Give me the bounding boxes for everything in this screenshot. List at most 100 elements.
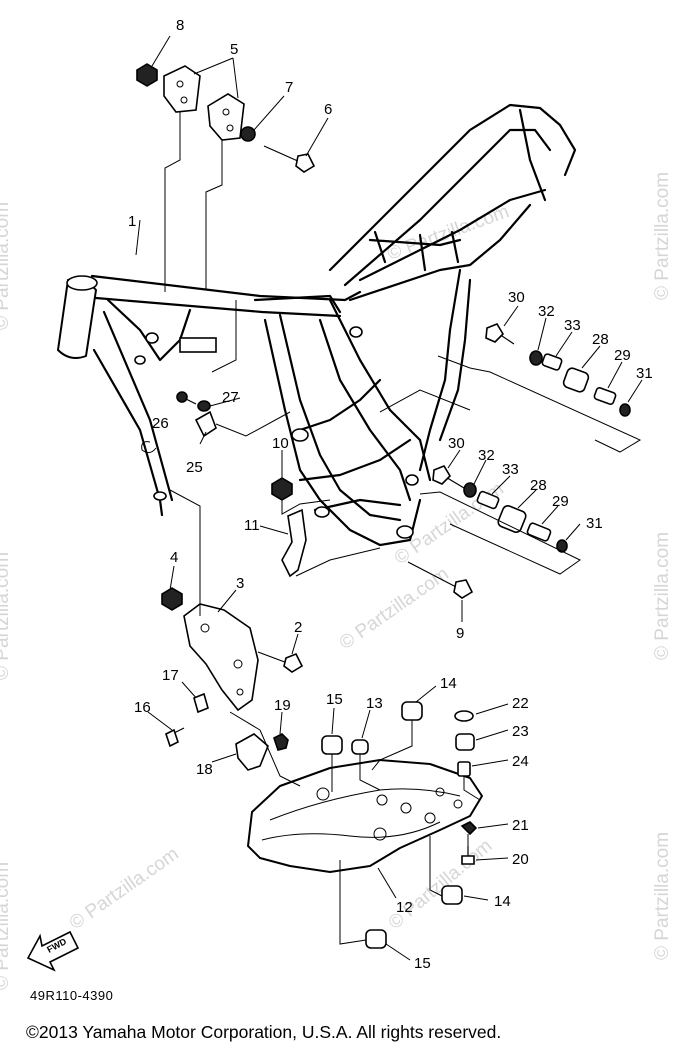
leader-5a	[193, 57, 234, 75]
leader-33a	[555, 331, 573, 357]
callout-4: 4	[170, 549, 178, 566]
callout-11: 11	[244, 517, 260, 534]
bracket-3-hole-c	[236, 688, 244, 696]
callout-7: 7	[285, 79, 293, 96]
top-left-parts	[135, 35, 329, 373]
bracket-3-hole-a	[200, 623, 210, 633]
washer-part-22	[454, 710, 474, 722]
bracket-hole-a	[176, 80, 184, 88]
callout-1: 1	[128, 213, 136, 230]
rear-loop-strut	[518, 108, 547, 202]
pivot-boss	[396, 525, 414, 539]
damper-part-15a	[321, 735, 343, 755]
assembly-line-18	[259, 729, 301, 787]
callout-15a: 15	[326, 691, 343, 708]
nut-part-10	[271, 477, 293, 501]
assembly-line-14a	[371, 720, 413, 771]
washer-part-31b	[556, 539, 568, 553]
lower-engine-mount-set	[419, 449, 581, 575]
damper-part-14b	[441, 885, 463, 905]
callout-30b: 30	[448, 435, 465, 452]
callout-33a: 33	[564, 317, 581, 334]
callout-12: 12	[396, 899, 413, 916]
leader-31a	[627, 379, 643, 403]
clamp-part-25	[194, 410, 217, 438]
bolt-part-9-shaft	[407, 561, 459, 589]
skid-hole-e	[373, 827, 387, 841]
bracket-part-5-left	[163, 65, 201, 113]
callout-3: 3	[236, 575, 244, 592]
callout-17: 17	[162, 667, 179, 684]
bolt-9	[407, 561, 474, 622]
skid-plate-ridge	[261, 821, 441, 841]
washer-part-7	[240, 126, 256, 142]
callout-23: 23	[512, 723, 529, 740]
seat-rail	[358, 188, 547, 282]
frame-bracket	[179, 337, 217, 353]
callout-19: 19	[274, 697, 291, 714]
front-gusset	[106, 298, 192, 362]
leader-32a	[537, 317, 547, 351]
damper-part-14a	[401, 701, 423, 721]
leader-5b	[232, 57, 239, 99]
parts-16-19	[147, 681, 289, 771]
main-frame	[57, 103, 577, 547]
leader-33b	[491, 475, 511, 495]
leader-28b	[517, 489, 537, 509]
watermark-right-mid: © Partzilla.com	[652, 532, 673, 660]
down-tube-mount	[153, 491, 167, 501]
pivot-boss-upper	[405, 474, 419, 486]
leader-8	[151, 35, 171, 67]
leader-20	[475, 857, 509, 861]
leader-12	[377, 867, 397, 899]
steering-head-top	[66, 275, 98, 291]
assembly-line-upper-mount	[437, 355, 642, 453]
leader-22	[475, 703, 509, 715]
bracket-hole-b	[180, 96, 188, 104]
callout-9: 9	[456, 625, 464, 642]
callout-labels: 8 5 7 6 1 30 32 33 28 29 31 27 26 25 10 …	[128, 17, 653, 972]
leader-23	[475, 729, 509, 741]
callout-8: 8	[176, 17, 184, 34]
bracket-hole-d	[226, 124, 234, 132]
watermark-left-mid: © Partzilla.com	[0, 552, 13, 680]
callout-15b: 15	[414, 955, 431, 972]
watermark-right-bottom: © Partzilla.com	[652, 832, 673, 960]
spar-brace	[298, 378, 382, 432]
bracket-part-3	[183, 603, 259, 712]
callout-33b: 33	[502, 461, 519, 478]
skid-hole-c	[400, 802, 412, 814]
assembly-line-25	[215, 411, 291, 437]
collar-part-24	[457, 761, 471, 777]
damper-part-28b	[497, 505, 527, 533]
watermark-left-bottom: © Partzilla.com	[0, 862, 13, 990]
down-tube-rear	[102, 310, 174, 502]
parts-10-11	[259, 450, 381, 578]
washer-part-31a	[619, 403, 631, 417]
engine-mount-boss-a	[291, 428, 309, 442]
damper-part-23	[455, 733, 475, 751]
skid-hole-f	[435, 787, 445, 797]
bracket-3-hole-b	[233, 659, 243, 669]
frame-boss-e	[134, 355, 146, 365]
leader-1	[135, 219, 141, 256]
assembly-line-3b	[229, 711, 261, 731]
watermark-center: © Partzilla.com	[336, 563, 453, 654]
nut-part-4	[161, 587, 183, 611]
nut-part-32b	[463, 482, 477, 498]
leader-28a	[581, 345, 601, 369]
frame-cross-plate	[253, 294, 342, 314]
skid-plate-part-12	[247, 759, 483, 873]
bolt-part-20-head	[461, 855, 475, 865]
callout-29b: 29	[552, 493, 569, 510]
main-spar-right	[318, 318, 412, 502]
callout-14b: 14	[494, 893, 511, 910]
callout-22: 22	[512, 695, 529, 712]
leader-32b	[473, 459, 487, 485]
bracket-hole-c	[222, 108, 230, 116]
watermark-right-top: © Partzilla.com	[652, 172, 673, 300]
skid-hole-d	[424, 812, 436, 824]
frame-boss-d	[145, 332, 159, 344]
collar-part-29b	[526, 522, 552, 542]
copyright-notice: ©2013 Yamaha Motor Corporation, U.S.A. A…	[26, 1022, 502, 1042]
